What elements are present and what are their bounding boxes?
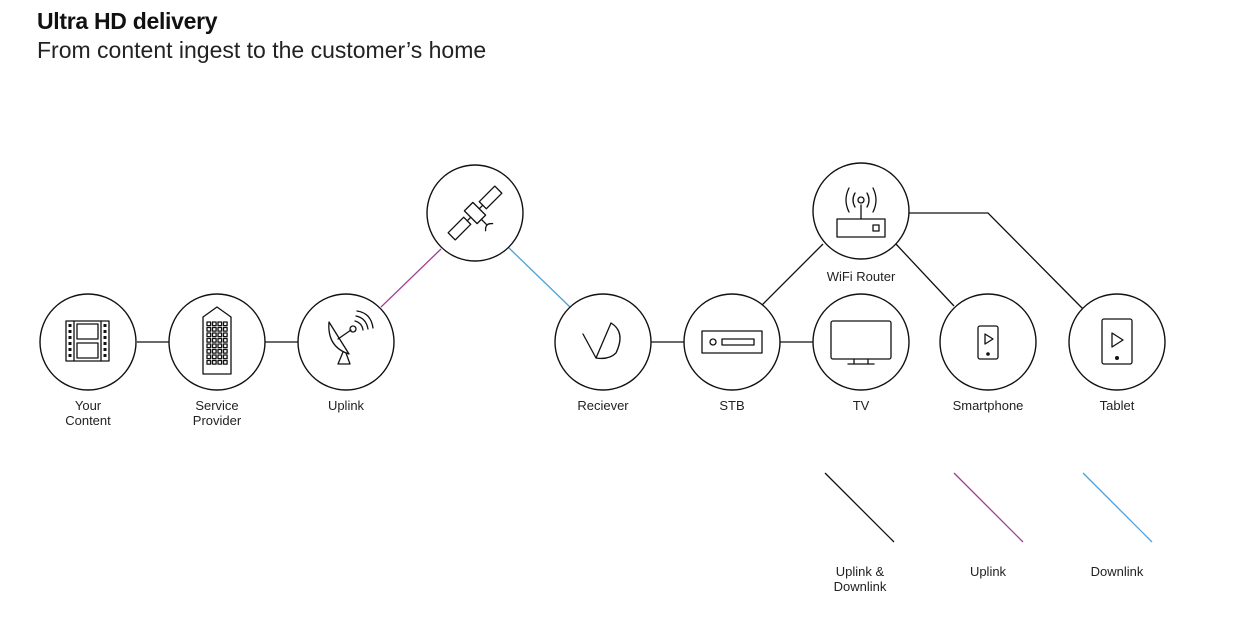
building-window (222, 354, 228, 360)
building-window (206, 337, 212, 343)
building-window (211, 343, 217, 349)
building-window (217, 337, 223, 343)
building-window (211, 348, 217, 354)
building-window (222, 343, 228, 349)
node-smartphone: Smartphone (939, 293, 1037, 413)
legend-label-uplink-downlink-2: Downlink (834, 579, 887, 594)
building-window (211, 354, 217, 360)
building-window (211, 326, 217, 332)
wifi-router-icon (836, 187, 886, 238)
satellite-dish-uplink-icon (328, 310, 374, 365)
building-window (217, 343, 223, 349)
building-window (206, 332, 212, 338)
label-service-provider-1: Service (195, 398, 238, 413)
building-window (217, 354, 223, 360)
building-window (206, 326, 212, 332)
node-wifi-router: WiFi Router (812, 162, 910, 284)
receiver-dish-icon (582, 322, 621, 360)
building-window (222, 359, 228, 365)
connector-uplink-satellite (380, 248, 442, 308)
label-tablet: Tablet (1100, 398, 1135, 413)
building-window (217, 321, 223, 327)
label-wifi-router: WiFi Router (827, 269, 896, 284)
building-window (211, 337, 217, 343)
legend-item-uplink: Uplink (953, 472, 1024, 579)
label-stb: STB (719, 398, 744, 413)
node-your-content: Your Content (39, 293, 137, 428)
building-window (206, 354, 212, 360)
node-satellite (426, 164, 524, 262)
building-window (222, 321, 228, 327)
node-uplink: Uplink (297, 293, 395, 413)
legend-item-downlink: Downlink (1082, 472, 1153, 579)
node-service-provider: Service Provider (168, 293, 266, 428)
building-window (222, 332, 228, 338)
building-window (211, 321, 217, 327)
set-top-box-icon (701, 330, 763, 354)
connector-router-smartphone (894, 242, 955, 307)
building-window (217, 326, 223, 332)
label-uplink: Uplink (328, 398, 365, 413)
label-service-provider-2: Provider (193, 413, 242, 428)
building-window (217, 332, 223, 338)
tablet-play-icon (1101, 318, 1133, 365)
building-window (211, 332, 217, 338)
building-window (206, 348, 212, 354)
building-window (222, 337, 228, 343)
television-icon (830, 320, 892, 365)
node-stb: STB (683, 293, 781, 413)
connector-satellite-receiver (508, 247, 571, 308)
building-window (211, 359, 217, 365)
legend-label-downlink: Downlink (1091, 564, 1144, 579)
building-window (217, 359, 223, 365)
legend-item-uplink-downlink: Uplink & Downlink (824, 472, 895, 594)
building-window (206, 343, 212, 349)
label-your-content-1: Your (75, 398, 102, 413)
node-receiver: Reciever (554, 293, 652, 413)
label-tv: TV (853, 398, 870, 413)
label-receiver: Reciever (577, 398, 629, 413)
label-your-content-2: Content (65, 413, 111, 428)
legend-label-uplink-downlink-1: Uplink & (836, 564, 885, 579)
building-window (222, 326, 228, 332)
film-strip-icon (65, 320, 110, 362)
building-window (206, 359, 212, 365)
building-window (217, 348, 223, 354)
node-tv: TV (812, 293, 910, 413)
smartphone-play-icon (977, 325, 999, 360)
satellite-icon (447, 185, 503, 241)
label-smartphone: Smartphone (953, 398, 1024, 413)
page-subtitle: From content ingest to the customer’s ho… (37, 37, 487, 63)
connector-stb-router (761, 243, 824, 306)
office-building-icon (202, 306, 232, 375)
building-window (222, 348, 228, 354)
connector-router-tablet (909, 212, 1084, 310)
building-window (206, 321, 212, 327)
legend: Uplink & Downlink Uplink Downlink (824, 472, 1153, 594)
node-tablet: Tablet (1068, 293, 1166, 413)
legend-label-uplink: Uplink (970, 564, 1007, 579)
page-title: Ultra HD delivery (37, 8, 218, 34)
